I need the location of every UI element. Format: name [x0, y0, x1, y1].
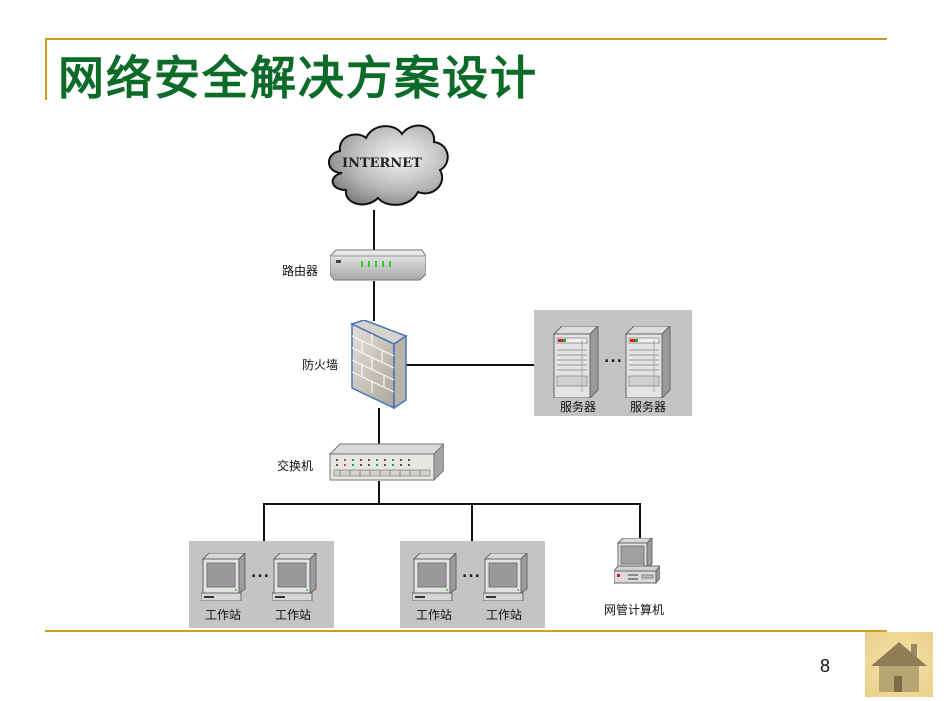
switch-icon: [328, 442, 446, 482]
slide-title: 网络安全解决方案设计: [58, 51, 538, 105]
workstation-icon: [411, 551, 458, 602]
management-pc-node: [612, 536, 662, 588]
workstation-1-2-label: 工作站: [275, 608, 312, 622]
server-group: ... 服务器 服务器: [534, 310, 692, 416]
workstation-icon: [271, 551, 318, 602]
workstation-group-1: ... 工作站 工作站: [189, 541, 334, 628]
workstation-ellipsis-2: ...: [462, 565, 481, 581]
server-1: [552, 324, 600, 400]
workstation-icon: [200, 551, 247, 602]
wire-bus-group2: [471, 503, 473, 541]
router-node: [329, 248, 427, 282]
title-left-rule: [45, 38, 47, 100]
server-1-label: 服务器: [560, 400, 597, 414]
server-2: [624, 324, 672, 400]
footer-rule: [45, 630, 887, 632]
internet-node: INTERNET: [322, 118, 452, 213]
server-2-label: 服务器: [630, 400, 667, 414]
server-ellipsis: ...: [604, 350, 623, 366]
firewall-node: [349, 319, 408, 410]
home-button[interactable]: [865, 632, 933, 697]
switch-label: 交换机: [277, 459, 314, 473]
workstation-1-2: [271, 551, 318, 605]
workstation-2-1: [411, 551, 458, 605]
wire-internet-router: [373, 210, 375, 252]
wire-switch-bus: [378, 481, 380, 505]
desktop-computer-icon: [612, 536, 662, 585]
page-number: 8: [820, 656, 831, 676]
workstation-group-2: ... 工作站 工作站: [400, 541, 545, 628]
wire-router-firewall: [373, 281, 375, 321]
home-icon: [865, 632, 933, 697]
firewall-icon: [349, 319, 408, 410]
management-pc-label: 网管计算机: [604, 603, 665, 617]
internet-label: INTERNET: [342, 156, 422, 171]
workstation-1-1: [200, 551, 247, 605]
workstation-1-1-label: 工作站: [205, 608, 242, 622]
wire-firewall-switch: [378, 408, 380, 444]
workstation-2-1-label: 工作站: [416, 608, 453, 622]
wire-firewall-servers: [405, 364, 535, 366]
wire-bus-group1: [263, 503, 265, 541]
router-icon: [329, 249, 427, 281]
server-icon: [552, 324, 600, 400]
workstation-icon: [482, 551, 529, 602]
cloud-icon: [328, 124, 449, 206]
router-label: 路由器: [282, 264, 319, 278]
workstation-2-2-label: 工作站: [486, 608, 523, 622]
wire-bus: [263, 503, 641, 505]
title-top-rule: [45, 38, 887, 40]
server-icon: [624, 324, 672, 400]
wire-bus-management: [639, 503, 641, 539]
firewall-label: 防火墙: [302, 358, 339, 372]
workstation-ellipsis-1: ...: [251, 565, 270, 581]
switch-node: [326, 442, 446, 482]
workstation-2-2: [482, 551, 529, 605]
